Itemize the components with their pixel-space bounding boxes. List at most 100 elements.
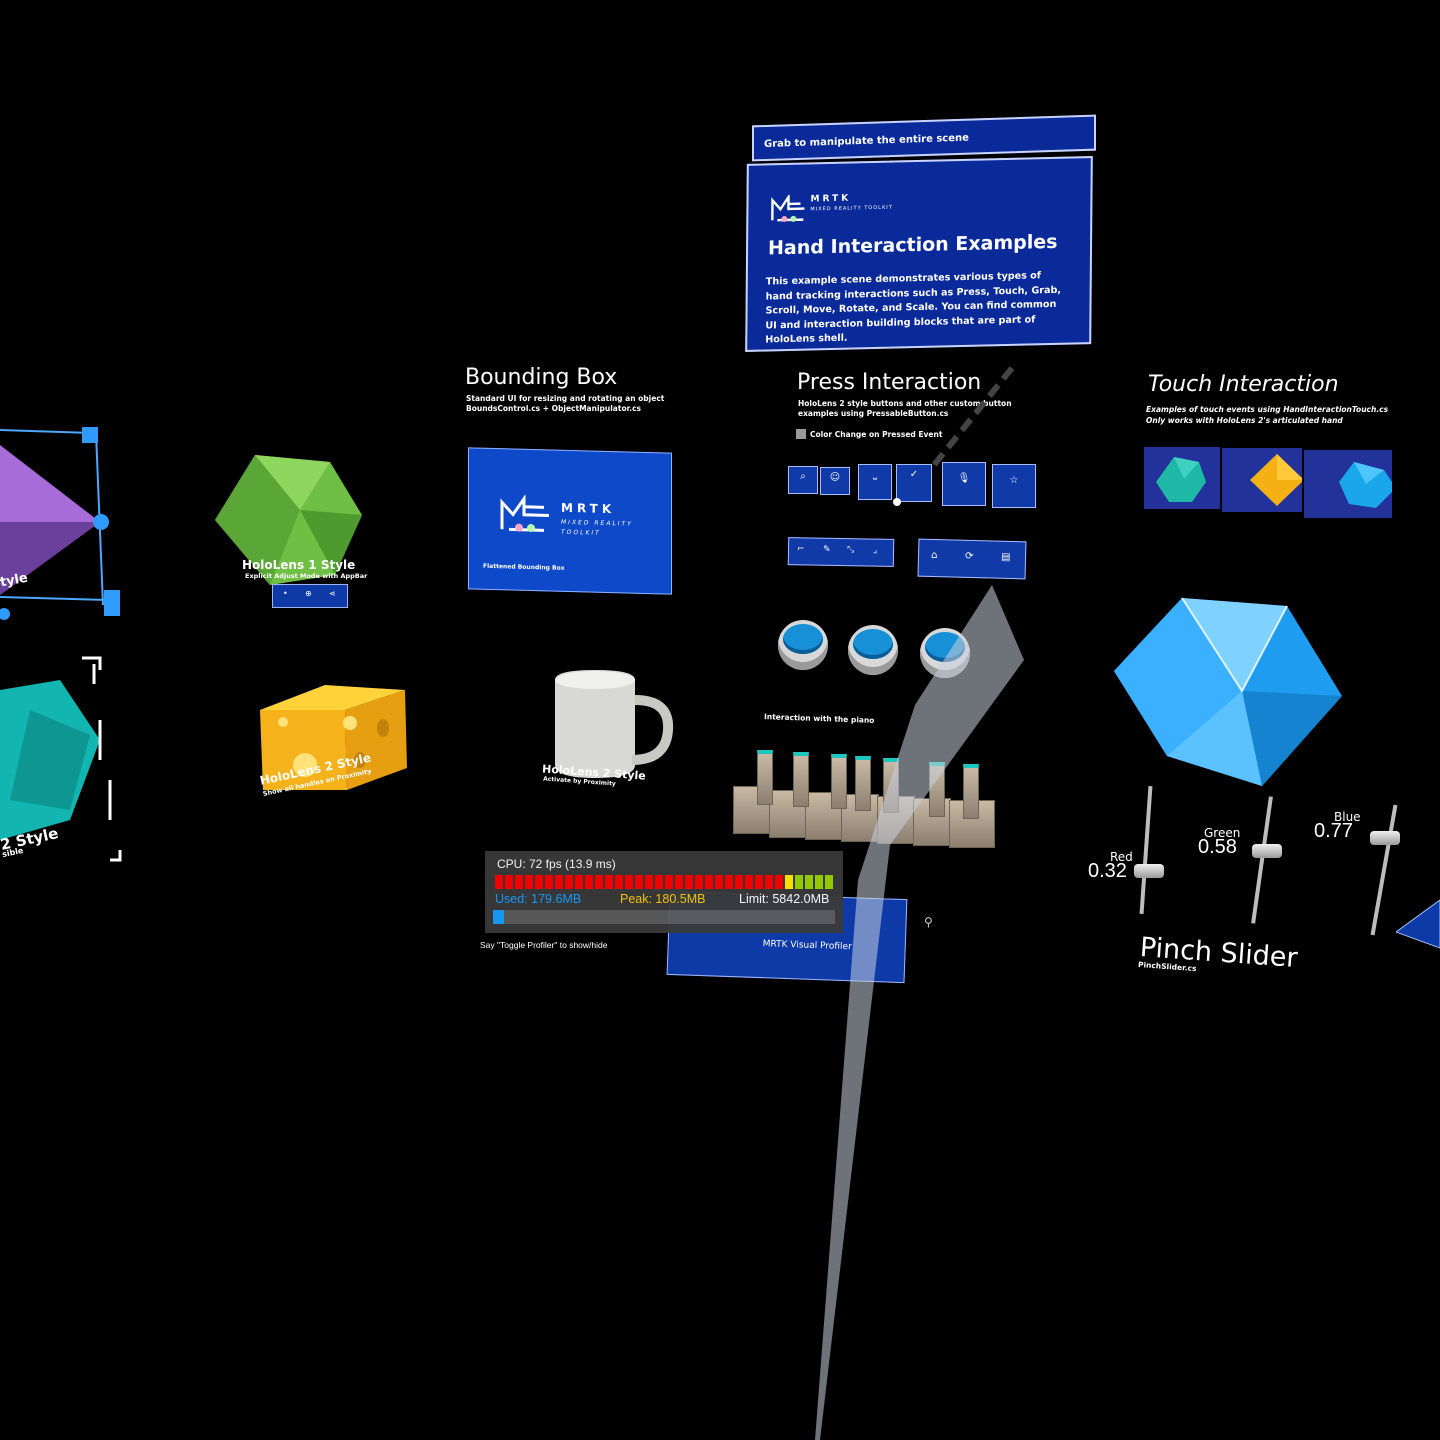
left-bounding-box-object[interactable]: tyle: [0, 425, 125, 625]
mug-icon: [555, 670, 674, 778]
slider-thumb[interactable]: [1252, 843, 1282, 858]
blue-icosahedron-object[interactable]: [1112, 596, 1344, 788]
star-icon: ☆: [1009, 475, 1019, 486]
blue-slider-label: Blue: [1334, 810, 1361, 824]
flattened-bounding-box-panel[interactable]: MRTK MIXED REALITY TOOLKIT Flattened Bou…: [468, 447, 672, 595]
profiler-frame-bar: [785, 875, 793, 889]
piano-black-key[interactable]: [963, 764, 979, 819]
press-button-search[interactable]: ⌕: [788, 466, 818, 494]
bounding-box-sub1: Standard UI for resizing and rotating an…: [466, 394, 665, 403]
gold-octahedron-icon: [1250, 454, 1304, 506]
profiler-used: Used: 179.6MB: [495, 892, 582, 906]
press-button-star[interactable]: ☆: [992, 464, 1036, 508]
profiler-frame-bar: [695, 875, 703, 889]
press-button-mic[interactable]: 🎙: [942, 462, 986, 506]
bounding-box-sub2: BoundsControl.cs + ObjectManipulator.cs: [466, 404, 641, 413]
profiler-memory-track: [493, 910, 835, 924]
profiler-frame-bar: [755, 875, 763, 889]
appbar-adjust-icon[interactable]: ⊕: [305, 589, 312, 598]
press-button-smile[interactable]: ☺: [820, 467, 850, 495]
bb-panel-caption: Flattened Bounding Box: [483, 562, 565, 572]
profiler-frame-bar: [495, 875, 503, 889]
profiler-frame-bar: [525, 875, 533, 889]
pinch-slider-blue[interactable]: Blue 0.77: [1312, 804, 1412, 938]
check-icon: ✓: [909, 469, 919, 480]
touch-tile-gold[interactable]: [1222, 448, 1304, 512]
profiler-frame-bar: [515, 875, 523, 889]
profiler-frame-bar: [635, 875, 643, 889]
round-push-button-2[interactable]: [848, 625, 898, 675]
slider-rod: [1139, 786, 1153, 914]
hololens1-sub: Explicit Adjust Mode with AppBar: [245, 572, 368, 580]
hand-icon: ⎵: [873, 469, 877, 480]
profiler-frame-bars: [495, 875, 833, 889]
profiler-frame-bar: [705, 875, 713, 889]
profiler-frame-bar: [765, 875, 773, 889]
profiler-frame-bar: [555, 875, 563, 889]
profiler-frame-bar: [715, 875, 723, 889]
blue-shape-icon: [1394, 899, 1440, 949]
mrtk-logo-icon: [771, 194, 805, 223]
hololens1-object[interactable]: HoloLens 1 Style Explicit Adjust Mode wi…: [210, 450, 370, 610]
profiler-frame-bar: [745, 875, 753, 889]
profiler-frame-bar: [645, 875, 653, 889]
blue-icosahedron-icon: [1114, 597, 1342, 786]
piano-black-key[interactable]: [757, 750, 773, 805]
cheese-object[interactable]: HoloLens 2 Style Show all handles on Pro…: [255, 680, 415, 810]
appbar-done-icon[interactable]: •: [283, 589, 288, 598]
purple-pyramid-icon: [0, 427, 120, 620]
profiler-frame-bar: [505, 875, 513, 889]
profiler-frame-bar: [565, 875, 573, 889]
microphone-icon: 🎙: [957, 473, 971, 484]
round-push-button-cap: [853, 629, 893, 659]
color-change-checkbox[interactable]: [796, 429, 806, 439]
piano-black-key[interactable]: [831, 754, 847, 809]
slider-thumb[interactable]: [1370, 831, 1400, 846]
press-button-check[interactable]: ✓: [896, 464, 932, 502]
piano-key[interactable]: [733, 786, 771, 834]
profiler-hint: Say "Toggle Profiler" to show/hide: [480, 940, 608, 950]
mrtk-logo-icon: [500, 494, 549, 532]
green-slider-label: Green: [1204, 826, 1241, 840]
appbar-remove-icon[interactable]: ⋖: [329, 589, 336, 598]
left-teal-object[interactable]: 2 Style sible: [0, 650, 125, 870]
edge-object-right: [1394, 899, 1440, 950]
teal-polyhedron-icon: [0, 656, 122, 862]
profiler-frame-bar: [535, 875, 543, 889]
touch-tile-teal[interactable]: [1144, 447, 1220, 509]
hololens1-title: HoloLens 1 Style: [242, 558, 356, 572]
blue-polyhedron-icon: [1339, 462, 1396, 508]
piano-black-key[interactable]: [793, 752, 809, 807]
slider-thumb[interactable]: [1134, 863, 1164, 878]
slider-rod: [1370, 804, 1398, 936]
profiler-frame-bar: [685, 875, 693, 889]
profiler-memory-fill: [493, 910, 504, 924]
pinch-slider-red[interactable]: Red 0.32: [1086, 786, 1176, 918]
profiler-frame-bar: [595, 875, 603, 889]
mug-object[interactable]: HoloLens 2 Style Activate by Proximity: [540, 670, 680, 795]
press-sub1: HoloLens 2 style buttons and other custo…: [798, 399, 1012, 408]
press-button-hand[interactable]: ⎵: [858, 464, 892, 500]
profiler-frame-bar: [625, 875, 633, 889]
teal-polyhedron-icon: [1156, 457, 1206, 502]
red-slider-label: Red: [1110, 850, 1133, 864]
bb-panel-word: MRTK: [561, 500, 616, 517]
hololens1-appbar[interactable]: • ⊕ ⋖: [272, 584, 348, 608]
profiler-frame-bar: [815, 875, 823, 889]
piano-black-key[interactable]: [855, 756, 871, 811]
profiler-frame-bar: [735, 875, 743, 889]
press-title: Press Interaction: [797, 370, 982, 395]
round-push-button-1[interactable]: [778, 620, 828, 670]
profiler-peak: Peak: 180.5MB: [620, 892, 706, 906]
color-change-label: Color Change on Pressed Event: [810, 430, 943, 439]
intro-panel: MRTK MIXED REALITY TOOLKIT Hand Interact…: [745, 156, 1093, 352]
touch-tile-blue[interactable]: [1304, 450, 1396, 518]
bb-panel-sub2: TOOLKIT: [561, 528, 601, 537]
profiler-frame-bar: [795, 875, 803, 889]
hand-ray-beam: ⚲: [815, 366, 1024, 1440]
bounding-box-title: Bounding Box: [465, 365, 618, 390]
bb-panel-sub1: MIXED REALITY: [561, 518, 633, 528]
profiler-frame-bar: [665, 875, 673, 889]
pinch-slider-green[interactable]: Green 0.58: [1196, 796, 1288, 926]
profiler-cpu: CPU: 72 fps (13.9 ms): [497, 857, 616, 871]
